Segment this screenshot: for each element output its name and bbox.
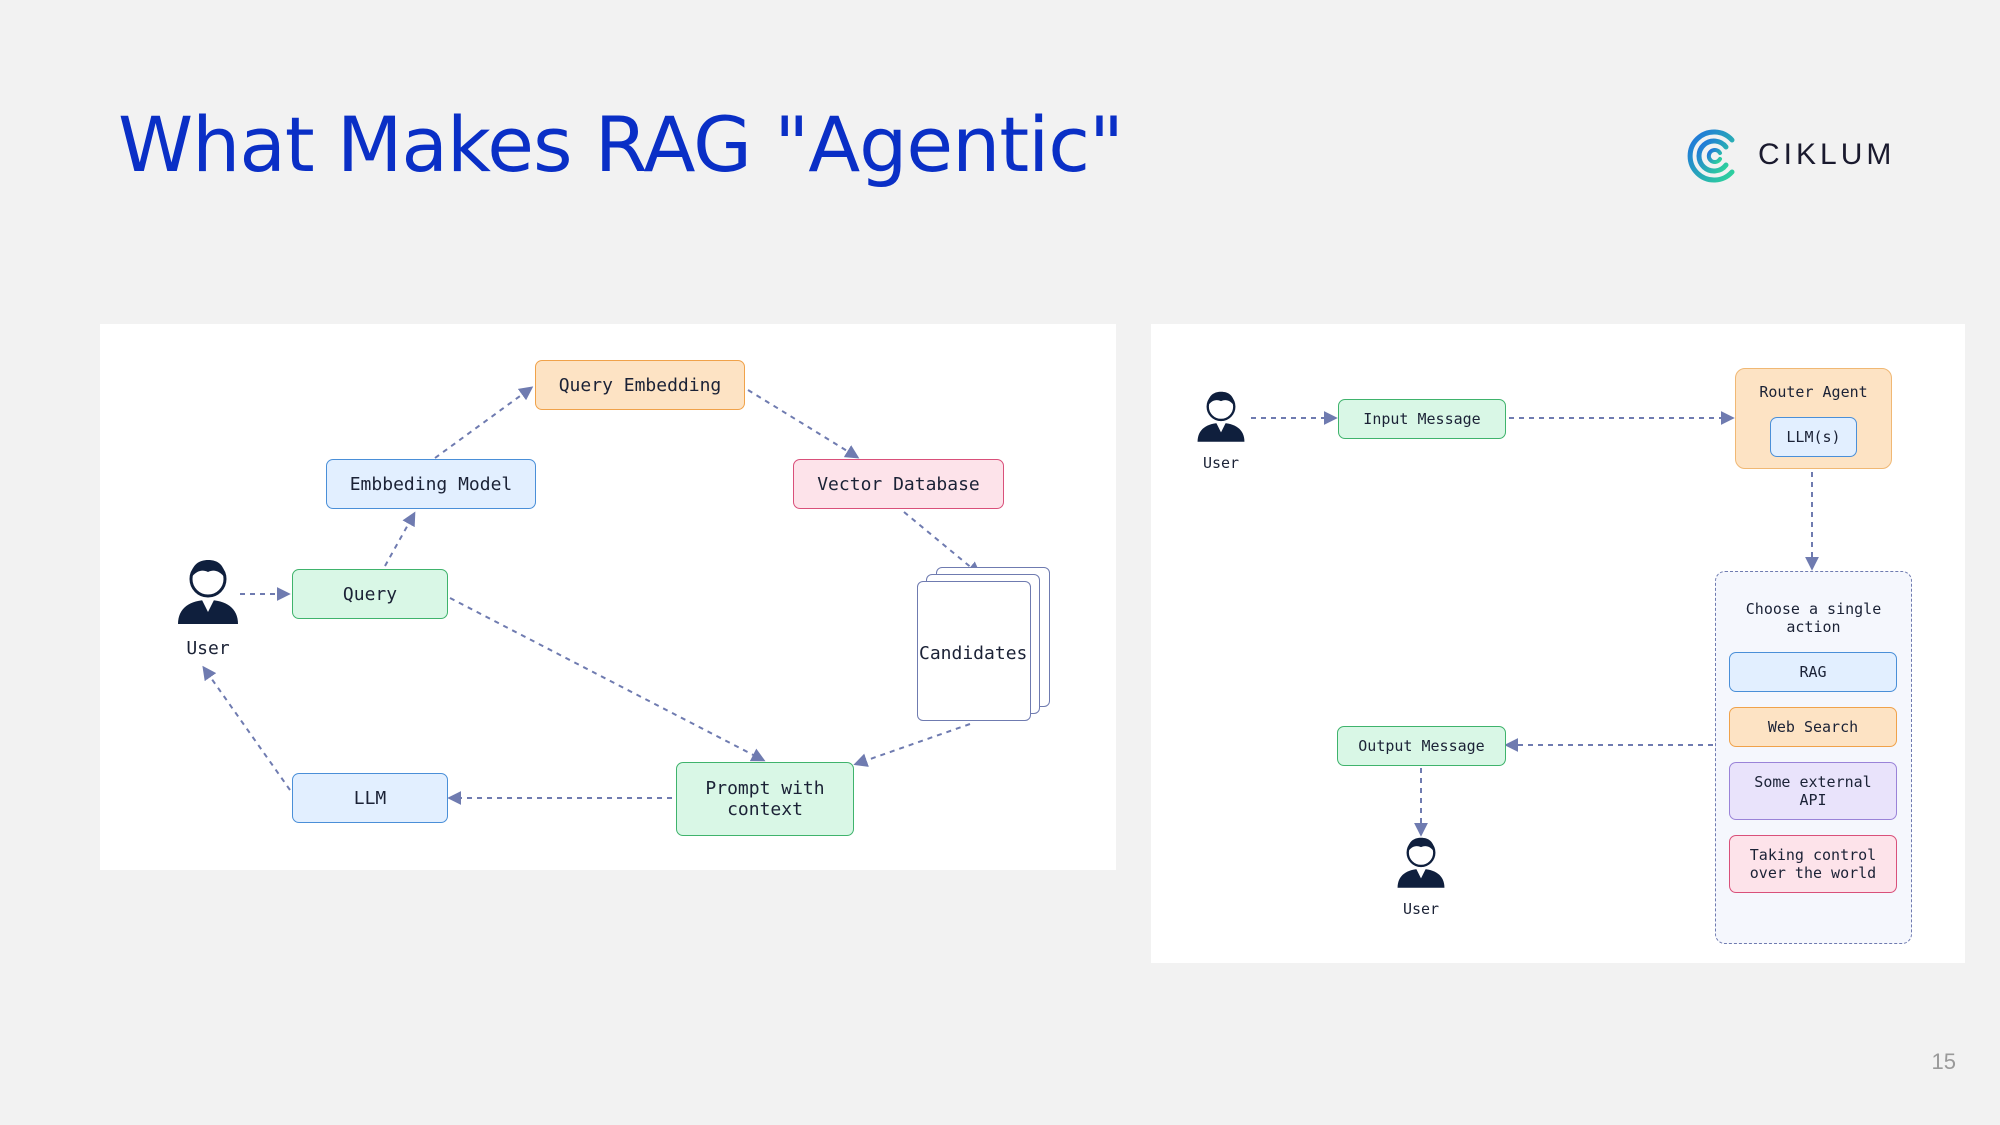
router-llm-label: LLM(s) <box>1786 428 1841 446</box>
ciklum-logo-icon <box>1687 129 1735 183</box>
arrow-query-embedding-to-vector-database <box>747 389 860 459</box>
action-rag-label: RAG <box>1799 663 1827 681</box>
query-embedding-node: Query Embedding <box>535 360 745 410</box>
prompt-with-context-label: Prompt with context <box>705 778 825 820</box>
router-llm-node: LLM(s) <box>1770 417 1857 457</box>
user-label: User <box>1402 900 1440 918</box>
arrow-query-to-prompt <box>449 597 766 762</box>
arrow-llm-to-user <box>202 665 291 791</box>
agentic-rag-diagram: User Input Message Router Agent LLM(s) C… <box>1151 324 1965 963</box>
action-web-search: Web Search <box>1729 707 1897 747</box>
choose-action-label: Choose a single action <box>1745 600 1882 636</box>
arrow-candidates-to-prompt <box>853 723 971 767</box>
user-right-top: User <box>1189 390 1253 472</box>
ciklum-logo: CIKLUM <box>1686 126 1906 186</box>
page-number: 15 <box>1931 1049 1956 1074</box>
router-agent-node: Router Agent LLM(s) <box>1735 368 1892 469</box>
brand-name: CIKLUM <box>1758 138 1896 171</box>
action-external-api-label: Some external API <box>1754 773 1872 809</box>
action-take-control-label: Taking control over the world <box>1749 846 1877 882</box>
llm-label: LLM <box>353 787 387 809</box>
query-label: Query <box>342 583 398 605</box>
user-icon <box>1197 391 1245 442</box>
standard-rag-diagram: User Query Embbeding Model Query Embeddi… <box>100 324 1116 870</box>
action-web-search-label: Web Search <box>1767 718 1859 736</box>
output-message-node: Output Message <box>1337 726 1506 766</box>
action-choices-group: Choose a single action RAG Web Search So… <box>1715 571 1912 944</box>
query-embedding-label: Query Embedding <box>558 374 722 396</box>
input-message-node: Input Message <box>1338 399 1506 439</box>
left-diagram-arrows <box>202 386 982 805</box>
query-node: Query <box>292 569 448 619</box>
arrow-query-to-embedding-model <box>384 511 416 567</box>
user-right-bottom: User <box>1389 836 1453 918</box>
router-agent-label: Router Agent <box>1759 383 1868 401</box>
slide-title: What Makes RAG "Agentic" <box>118 100 1124 189</box>
vector-database-node: Vector Database <box>793 459 1004 509</box>
candidate-card <box>917 581 1031 721</box>
action-take-control: Taking control over the world <box>1729 835 1897 893</box>
vector-database-label: Vector Database <box>817 473 980 495</box>
llm-node: LLM <box>292 773 448 823</box>
output-message-label: Output Message <box>1358 737 1485 755</box>
right-diagram-arrows <box>1251 411 1819 837</box>
action-rag: RAG <box>1729 652 1897 692</box>
embedding-model-label: Embbeding Model <box>349 473 513 495</box>
arrow-embedding-model-to-query-embedding <box>434 386 534 459</box>
prompt-with-context-node: Prompt with context <box>676 762 854 836</box>
user-icon <box>178 560 238 624</box>
user-label: User <box>1202 454 1240 472</box>
user-left: User <box>168 558 248 659</box>
user-icon <box>1397 837 1445 888</box>
candidates-label: Candidates <box>919 643 1028 664</box>
arrow-vector-database-to-candidates <box>903 511 982 576</box>
input-message-label: Input Message <box>1363 410 1481 428</box>
embedding-model-node: Embbeding Model <box>326 459 536 509</box>
user-label: User <box>186 638 230 659</box>
action-external-api: Some external API <box>1729 762 1897 820</box>
